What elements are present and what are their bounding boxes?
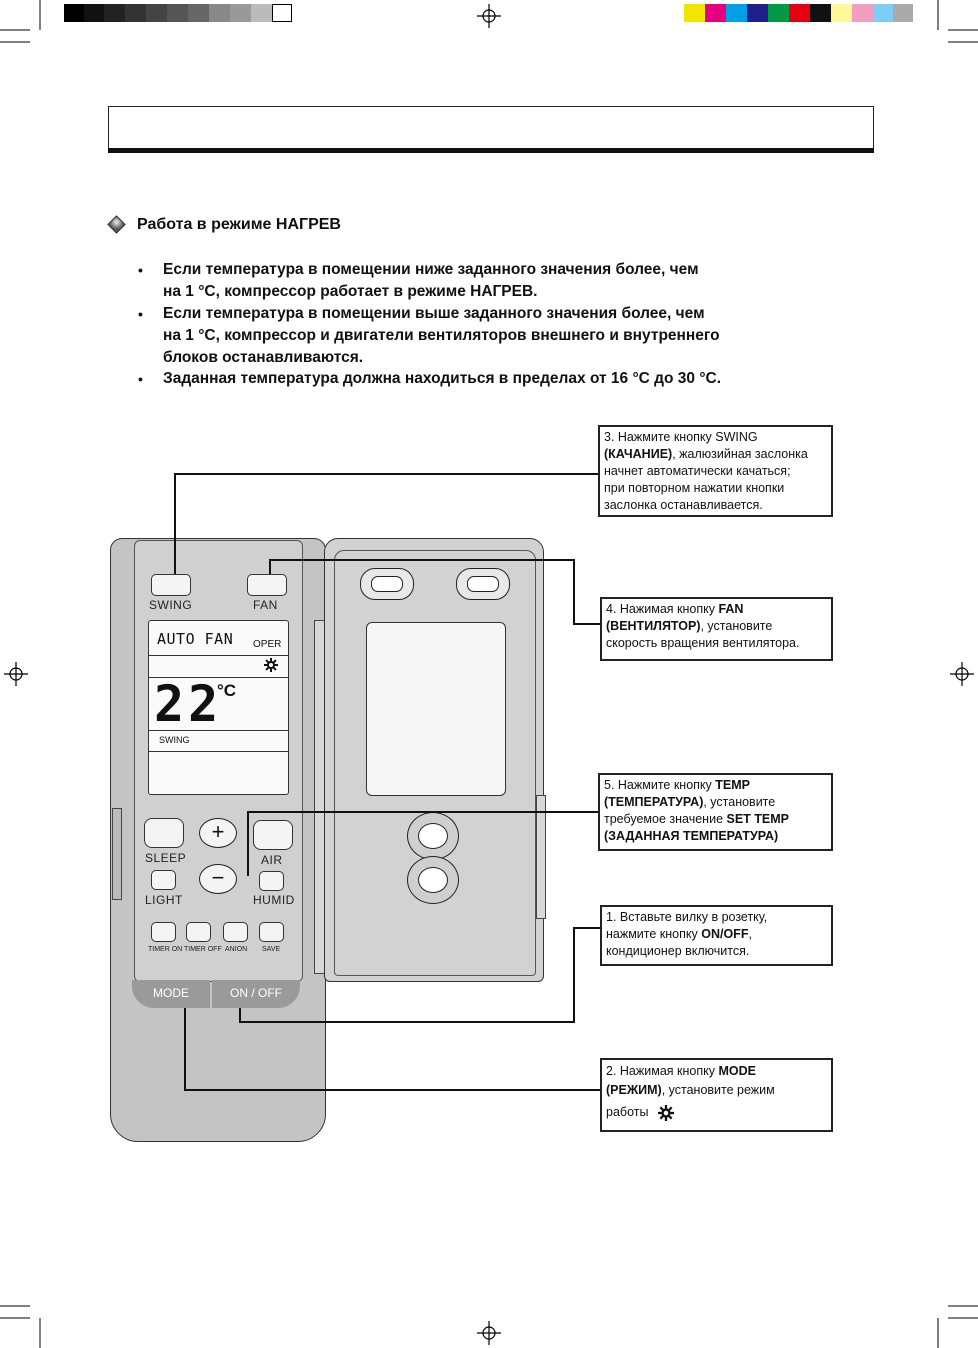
temp-down-button[interactable]: −	[199, 864, 237, 894]
callout-on-off: 1. Вставьте вилку в розетку, нажмите кно…	[600, 905, 833, 966]
lcd-temperature: 22	[154, 675, 223, 733]
bullet-item: Если температура в помещении выше заданн…	[163, 305, 720, 366]
timer-on-label: TIMER ON	[148, 946, 183, 953]
timer-on-button[interactable]	[151, 922, 176, 942]
swing-button[interactable]	[151, 574, 191, 596]
air-button[interactable]	[253, 820, 293, 850]
registration-mark-icon	[4, 4, 974, 1345]
light-button-label: LIGHT	[145, 893, 183, 907]
humid-button[interactable]	[259, 871, 284, 891]
timer-off-label: TIMER OFF	[184, 946, 222, 953]
air-button-label: AIR	[261, 853, 283, 867]
temp-up-button[interactable]: +	[199, 818, 237, 848]
mode-button[interactable]: MODE	[132, 980, 210, 1008]
remote-side-latch	[112, 808, 122, 900]
remote-lid-inner	[334, 550, 536, 976]
bullet-dot: •	[138, 306, 143, 322]
lcd-display: AUTO FAN OPER 22 °C SWING	[148, 620, 289, 795]
save-label: SAVE	[262, 946, 281, 953]
anion-label: ANION	[225, 946, 248, 953]
fan-button[interactable]	[247, 574, 287, 596]
lcd-oper-text: OPER	[253, 639, 282, 650]
sleep-button[interactable]	[144, 818, 184, 848]
humid-button-label: HUMID	[253, 893, 295, 907]
lid-round-button-bottom	[407, 856, 459, 904]
callout-swing: 3. Нажмите кнопку SWING (КАЧАНИЕ), жалюз…	[598, 425, 833, 517]
lcd-swing-text: SWING	[159, 735, 190, 745]
swing-button-label: SWING	[149, 598, 193, 612]
on-off-button[interactable]: ON / OFF	[212, 980, 300, 1008]
header-box	[108, 106, 874, 149]
timer-off-button[interactable]	[186, 922, 211, 942]
bullet-item: Заданная температура должна находиться в…	[163, 370, 722, 387]
sun-heat-icon	[264, 658, 278, 672]
save-button[interactable]	[259, 922, 284, 942]
bullet-dot: •	[138, 262, 143, 278]
callout-mode: 2. Нажимая кнопку MODE (РЕЖИМ), установи…	[600, 1058, 833, 1132]
callout-fan: 4. Нажимая кнопку FAN (ВЕНТИЛЯТОР), уста…	[600, 597, 833, 661]
anion-button[interactable]	[223, 922, 248, 942]
lid-clip	[536, 795, 546, 919]
section-title: Работа в режиме НАГРЕВ	[137, 216, 341, 233]
header-rule	[108, 148, 874, 153]
sun-heat-icon	[657, 1104, 674, 1121]
lid-button-right	[456, 568, 510, 600]
lcd-mode-text: AUTO FAN	[157, 630, 234, 648]
bullet-dot: •	[138, 371, 143, 387]
sleep-button-label: SLEEP	[145, 851, 187, 865]
fan-button-label: FAN	[253, 598, 278, 612]
lcd-temperature-unit: °C	[217, 681, 237, 700]
light-button[interactable]	[151, 870, 176, 890]
lid-window	[366, 622, 506, 796]
lid-button-left	[360, 568, 414, 600]
callout-temp: 5. Нажмите кнопку TEMP (ТЕМПЕРАТУРА), ус…	[598, 773, 833, 851]
bullet-item: Если температура в помещении ниже заданн…	[163, 261, 699, 300]
